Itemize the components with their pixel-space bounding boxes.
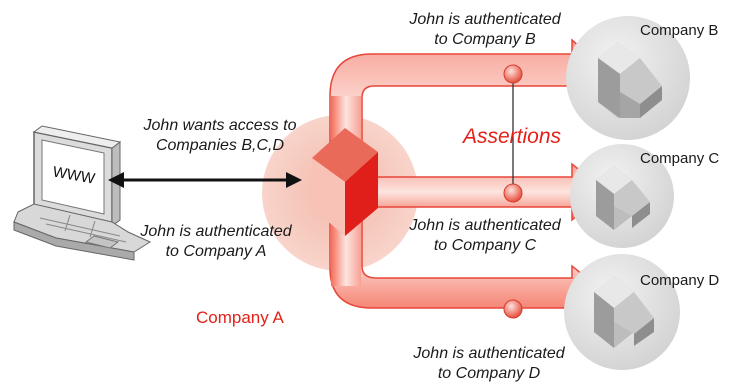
wants-access-line-1: John wants access to [143, 117, 297, 134]
auth-d-label: John is authenticated to Company D [384, 344, 594, 384]
auth-c-label: John is authenticated to Company C [380, 216, 590, 256]
auth-d-line-2: to Company D [437, 365, 541, 382]
company-a-label: Company A [196, 308, 284, 327]
auth-b-line-2: to Company B [434, 31, 536, 48]
access-double-arrow [108, 172, 302, 188]
computer-icon: WWW [13, 125, 152, 261]
company-a-server-icon [312, 128, 378, 236]
auth-a-line-1: John is authenticated [140, 223, 292, 240]
company-c-label: Company C [640, 150, 720, 167]
auth-b-label: John is authenticated to Company B [380, 10, 590, 50]
assertion-bead-b [503, 64, 523, 84]
company-d-label: Company D [640, 272, 720, 289]
auth-a-line-2: to Company A [165, 243, 267, 260]
auth-a-label: John is authenticated to Company A [110, 222, 322, 262]
company-c-server-icon [570, 144, 674, 248]
auth-c-line-1: John is authenticated [409, 217, 561, 234]
wants-access-line-2: Companies B,C,D [155, 137, 285, 154]
assertion-bead-d [503, 299, 523, 319]
auth-c-line-2: to Company C [433, 237, 537, 254]
auth-b-line-1: John is authenticated [409, 11, 561, 28]
company-b-server-icon [566, 16, 690, 140]
auth-d-line-1: John is authenticated [413, 345, 565, 362]
assertions-label: Assertions [462, 125, 562, 148]
wants-access-label: John wants access to Companies B,C,D [120, 116, 320, 156]
company-b-label: Company B [640, 22, 719, 39]
assertion-bead-c [503, 183, 523, 203]
company-d-server-icon [564, 254, 680, 370]
